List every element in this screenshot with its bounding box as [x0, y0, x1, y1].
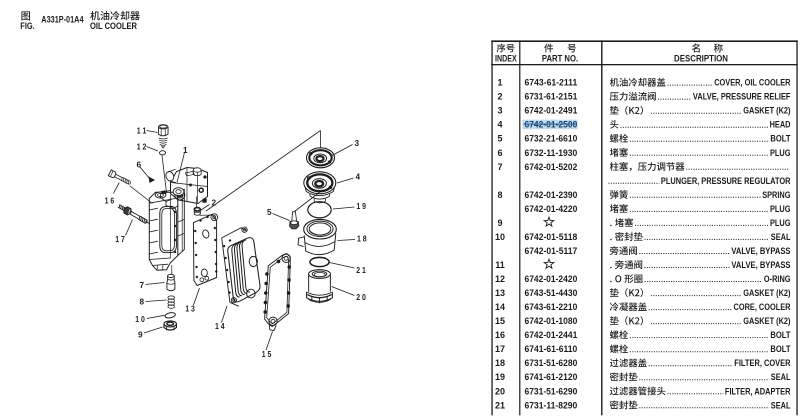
svg-text:1 3: 1 3	[185, 304, 195, 313]
svg-text:6742-01-4220: 6742-01-4220	[525, 204, 578, 214]
svg-text:6742-01-2420: 6742-01-2420	[525, 274, 578, 284]
svg-text:6: 6	[497, 148, 502, 158]
svg-text:17: 17	[495, 344, 505, 354]
svg-text:6742-01-5118: 6742-01-5118	[525, 232, 578, 242]
svg-text:SEAL: SEAL	[771, 400, 791, 410]
svg-text:7: 7	[140, 281, 145, 290]
svg-text:6742-01-2500: 6742-01-2500	[525, 120, 578, 130]
svg-text:4: 4	[356, 173, 361, 182]
svg-text:6742-01-2491: 6742-01-2491	[525, 106, 578, 116]
svg-text:COVER, OIL COOLER: COVER, OIL COOLER	[714, 78, 791, 88]
svg-text:6731-51-6290: 6731-51-6290	[525, 386, 578, 396]
svg-text:3: 3	[355, 139, 360, 148]
svg-text:GASKET (K2): GASKET (K2)	[743, 106, 790, 116]
svg-text:1: 1	[183, 146, 188, 155]
svg-text:FIG.: FIG.	[20, 21, 34, 31]
svg-text:BOLT: BOLT	[770, 344, 791, 354]
svg-text:16: 16	[495, 330, 505, 340]
svg-text:5: 5	[267, 208, 272, 217]
svg-text:11: 11	[495, 260, 505, 270]
svg-text:BOLT: BOLT	[770, 330, 791, 340]
svg-text:SPRING: SPRING	[762, 190, 790, 200]
svg-text:6742-01-2390: 6742-01-2390	[525, 190, 578, 200]
svg-text:PLUG: PLUG	[770, 148, 791, 158]
svg-text:14: 14	[495, 302, 505, 312]
svg-text:A331P-01A4: A331P-01A4	[41, 15, 83, 25]
svg-text:6742-01-5202: 6742-01-5202	[525, 162, 578, 172]
svg-text:6731-51-6280: 6731-51-6280	[525, 358, 578, 368]
svg-text:3: 3	[497, 106, 502, 116]
svg-text:PART NO.: PART NO.	[542, 53, 578, 63]
svg-text:6: 6	[137, 161, 142, 170]
svg-text:1 9: 1 9	[356, 202, 366, 211]
svg-text:6742-01-2441: 6742-01-2441	[525, 330, 578, 340]
svg-text:BOLT: BOLT	[770, 134, 791, 144]
svg-text:20: 20	[495, 386, 505, 396]
svg-text:INDEX: INDEX	[495, 53, 517, 63]
svg-text:O-RING: O-RING	[764, 274, 791, 284]
svg-text:1 2: 1 2	[137, 142, 147, 151]
svg-text:15: 15	[495, 316, 505, 326]
svg-text:4: 4	[497, 120, 502, 130]
svg-text:1 4: 1 4	[215, 322, 225, 331]
svg-text:VALVE, BYPASS: VALVE, BYPASS	[731, 260, 790, 270]
svg-text:FILTER, ADAPTER: FILTER, ADAPTER	[725, 386, 791, 396]
svg-text:6742-01-1080: 6742-01-1080	[525, 316, 578, 326]
svg-text:6732-11-1930: 6732-11-1930	[525, 148, 578, 158]
svg-text:6741-61-2120: 6741-61-2120	[525, 372, 578, 382]
svg-text:18: 18	[495, 358, 505, 368]
svg-text:SEAL: SEAL	[771, 232, 791, 242]
svg-text:HEAD: HEAD	[770, 120, 791, 130]
svg-text:9: 9	[138, 331, 143, 340]
svg-text:SEAL: SEAL	[771, 372, 791, 382]
svg-text:6743-51-4430: 6743-51-4430	[525, 288, 578, 298]
svg-text:FILTER, COVER: FILTER, COVER	[734, 358, 791, 368]
svg-text:9: 9	[497, 218, 502, 228]
svg-text:6743-61-2210: 6743-61-2210	[525, 302, 578, 312]
svg-text:1 5: 1 5	[262, 350, 272, 359]
svg-text:5: 5	[497, 134, 502, 144]
svg-text:6743-61-2111: 6743-61-2111	[525, 78, 578, 88]
svg-text:7: 7	[497, 162, 502, 172]
svg-text:2: 2	[497, 92, 502, 102]
svg-text:12: 12	[495, 274, 505, 284]
svg-text:10: 10	[495, 232, 505, 242]
svg-text:6731-61-2151: 6731-61-2151	[525, 92, 578, 102]
svg-text:19: 19	[495, 372, 505, 382]
svg-text:8: 8	[497, 190, 502, 200]
svg-text:2 0: 2 0	[356, 293, 366, 302]
svg-text:DESCRIPTION: DESCRIPTION	[674, 53, 728, 63]
svg-text:1 0: 1 0	[135, 315, 145, 324]
svg-text:6731-11-8290: 6731-11-8290	[525, 400, 578, 410]
svg-text:8: 8	[140, 298, 145, 307]
svg-text:PLUG: PLUG	[770, 218, 791, 228]
svg-text:2 1: 2 1	[356, 266, 366, 275]
svg-text:21: 21	[495, 400, 505, 410]
svg-text:1 6: 1 6	[105, 196, 115, 205]
svg-text:OIL COOLER: OIL COOLER	[90, 21, 137, 32]
svg-text:GASKET (K2): GASKET (K2)	[743, 288, 790, 298]
svg-text:6732-21-6610: 6732-21-6610	[525, 134, 578, 144]
svg-text:GASKET (K2): GASKET (K2)	[743, 316, 790, 326]
svg-text:CORE, COOLER: CORE, COOLER	[734, 302, 791, 312]
svg-text:PLUG: PLUG	[770, 204, 791, 214]
svg-text:13: 13	[495, 288, 505, 298]
svg-text:PLUNGER, PRESSURE REGULATOR: PLUNGER, PRESSURE REGULATOR	[661, 176, 791, 186]
svg-text:1 1: 1 1	[137, 127, 147, 136]
svg-text:1: 1	[497, 78, 502, 88]
svg-text:2: 2	[212, 199, 217, 208]
svg-text:6742-01-5117: 6742-01-5117	[525, 246, 578, 256]
svg-text:1 7: 1 7	[115, 235, 125, 244]
svg-text:6741-61-6110: 6741-61-6110	[525, 344, 578, 354]
svg-text:VALVE, PRESSURE RELIEF: VALVE, PRESSURE RELIEF	[693, 92, 791, 102]
svg-text:VALVE, BYPASS: VALVE, BYPASS	[731, 246, 790, 256]
svg-text:1 8: 1 8	[357, 234, 367, 243]
